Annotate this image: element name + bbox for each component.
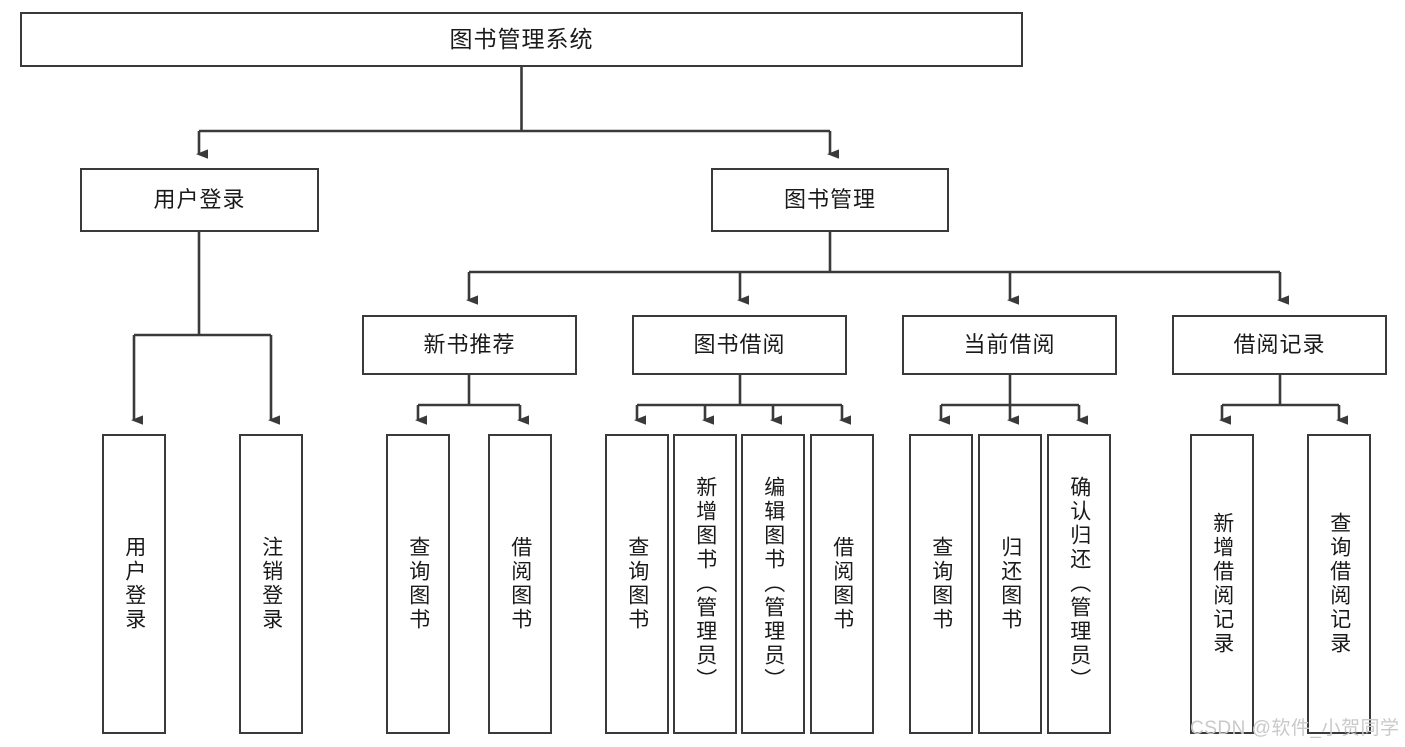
leaf-label: 查询图书 xyxy=(406,536,430,632)
node-root-system[interactable]: 图书管理系统 xyxy=(20,12,1023,67)
leaf-add-borrow-record[interactable]: 新增借阅记录 xyxy=(1190,434,1254,734)
node-current-borrow[interactable]: 当前借阅 xyxy=(902,315,1117,375)
node-book-borrow[interactable]: 图书借阅 xyxy=(632,315,847,375)
csdn-watermark: CSDN @软件_小贺同学 xyxy=(1190,718,1400,739)
leaf-confirm-return-admin[interactable]: 确认归还（管理员） xyxy=(1047,434,1111,734)
leaf-edit-book-admin[interactable]: 编辑图书（管理员） xyxy=(741,434,805,734)
leaf-return-book[interactable]: 归还图书 xyxy=(978,434,1042,734)
leaf-label: 查询图书 xyxy=(929,536,953,632)
leaf-label: 确认归还（管理员） xyxy=(1067,476,1091,692)
leaf-label: 编辑图书（管理员） xyxy=(761,476,785,692)
leaf-label: 归还图书 xyxy=(998,536,1022,632)
leaf-label: 查询图书 xyxy=(625,536,649,632)
node-book-management[interactable]: 图书管理 xyxy=(711,168,949,232)
node-label: 图书管理 xyxy=(783,186,876,212)
leaf-query-book-current[interactable]: 查询图书 xyxy=(909,434,973,734)
leaf-label: 注销登录 xyxy=(259,536,283,632)
leaf-label: 借阅图书 xyxy=(830,536,854,632)
leaf-query-book-borrow[interactable]: 查询图书 xyxy=(605,434,669,734)
node-label: 用户登录 xyxy=(153,186,246,212)
node-new-book-recommend[interactable]: 新书推荐 xyxy=(362,315,577,375)
leaf-user-login[interactable]: 用户登录 xyxy=(102,434,166,734)
node-label: 当前借阅 xyxy=(963,331,1056,357)
leaf-query-book-recommend[interactable]: 查询图书 xyxy=(386,434,450,734)
node-label: 借阅记录 xyxy=(1233,331,1326,357)
leaf-label: 新增图书（管理员） xyxy=(693,476,717,692)
leaf-borrow-book-recommend[interactable]: 借阅图书 xyxy=(488,434,552,734)
node-label: 新书推荐 xyxy=(423,331,516,357)
leaf-label: 用户登录 xyxy=(122,536,146,632)
leaf-add-book-admin[interactable]: 新增图书（管理员） xyxy=(673,434,737,734)
node-borrow-record[interactable]: 借阅记录 xyxy=(1172,315,1387,375)
leaf-query-borrow-record[interactable]: 查询借阅记录 xyxy=(1307,434,1371,734)
leaf-borrow-book[interactable]: 借阅图书 xyxy=(810,434,874,734)
node-label: 图书管理系统 xyxy=(449,25,594,52)
leaf-logout[interactable]: 注销登录 xyxy=(239,434,303,734)
leaf-label: 查询借阅记录 xyxy=(1327,512,1351,656)
node-user-login[interactable]: 用户登录 xyxy=(80,168,319,232)
node-label: 图书借阅 xyxy=(693,331,786,357)
leaf-label: 借阅图书 xyxy=(508,536,532,632)
leaf-label: 新增借阅记录 xyxy=(1210,512,1234,656)
